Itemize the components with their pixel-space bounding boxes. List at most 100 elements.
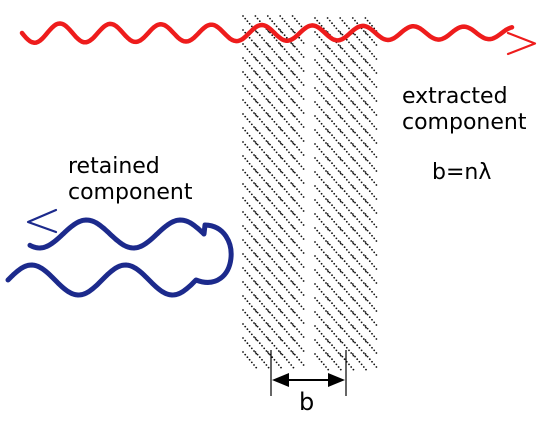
slab-dot (291, 183, 294, 185)
slab-dot (354, 19, 356, 22)
slab-dot (335, 321, 338, 324)
slab-dot (255, 86, 258, 89)
slab-dot (343, 92, 346, 95)
slab-dot (288, 305, 290, 308)
slab-dot (320, 80, 323, 83)
slab-dot (300, 305, 303, 308)
slab-dot (265, 336, 268, 338)
slab-dot (373, 223, 376, 226)
period-formula-label: b=nλ (432, 160, 492, 185)
slab-dot (275, 319, 278, 322)
slab-dot (322, 97, 325, 100)
slab-dot (256, 87, 259, 90)
slab-dot (266, 211, 269, 213)
slab-dot (254, 71, 257, 73)
slab-dot (265, 56, 268, 58)
slab-dot (288, 193, 290, 196)
slab-dot (352, 256, 355, 259)
slab-dot (327, 144, 330, 147)
slab-dot (356, 148, 359, 151)
slab-dot (293, 17, 296, 20)
slab-dot (302, 140, 305, 142)
slab-dot (261, 358, 263, 361)
slab-dot (246, 132, 249, 135)
slab-dot (358, 332, 361, 335)
slab-dot (366, 243, 369, 246)
slab-dot (273, 148, 276, 151)
slab-dot (271, 202, 274, 205)
slab-dot (339, 87, 342, 89)
slab-dot (288, 95, 290, 98)
slab-dot (266, 99, 269, 101)
slab-dot (360, 237, 363, 240)
slab-dot (263, 347, 266, 350)
slab-dot (356, 120, 359, 123)
slab-dot (335, 223, 338, 226)
slab-dot (339, 171, 342, 173)
slab-dot (258, 188, 261, 191)
slab-dot (348, 41, 350, 44)
slab-dot (335, 27, 338, 30)
slab-dot (302, 112, 305, 114)
slab-dot (364, 227, 367, 229)
slab-dot (292, 30, 295, 33)
slab-dot (360, 139, 363, 142)
slab-dot (320, 206, 323, 209)
slab-dot (362, 128, 365, 130)
slab-dot (333, 52, 336, 55)
slab-dot (366, 187, 369, 190)
slab-dot (242, 71, 244, 73)
slab-dot (285, 64, 288, 67)
slab-dot (341, 271, 344, 274)
slab-dot (248, 218, 251, 221)
slab-dot (265, 168, 268, 170)
slab-dot (280, 226, 282, 229)
slab-dot (351, 17, 354, 19)
slab-dot (314, 269, 316, 271)
slab-dot (283, 216, 286, 219)
slab-dot (362, 324, 365, 326)
slab-dot (362, 296, 365, 298)
slab-dot (253, 56, 255, 58)
slab-dot (256, 199, 259, 202)
slab-dot (371, 150, 373, 153)
slab-dot (292, 128, 295, 131)
slab-dot (339, 172, 342, 175)
slab-dot (256, 157, 259, 160)
slab-dot (371, 360, 373, 363)
slab-dot (333, 66, 336, 69)
slab-dot (350, 324, 353, 326)
slab-dot (273, 330, 276, 333)
slab-dot (280, 240, 282, 243)
slab-dot (267, 254, 270, 257)
slab-dot (285, 260, 288, 263)
slab-dot (291, 337, 294, 339)
slab-dot (345, 318, 348, 321)
slab-dot (368, 316, 371, 319)
slab-dot (368, 22, 371, 25)
slab-dot (375, 366, 378, 368)
slab-dot (275, 53, 278, 56)
slab-dot (290, 182, 293, 184)
slab-dot (250, 109, 253, 112)
slab-dot (348, 237, 350, 240)
slab-dot (248, 148, 251, 151)
slab-dot (263, 305, 266, 308)
slab-dot (258, 62, 261, 65)
slab-dot (292, 114, 295, 117)
slab-dot (337, 282, 340, 284)
slab-dot (277, 182, 280, 184)
slab-dot (331, 274, 333, 277)
slab-dot (267, 30, 270, 33)
slab-dot (246, 342, 249, 345)
dimension-marker (270, 350, 347, 396)
slab-dot (280, 72, 282, 75)
slab-dot (275, 109, 278, 112)
slab-dot (258, 76, 261, 79)
slab-dot (263, 361, 266, 364)
slab-dot (351, 129, 354, 131)
slab-dot (296, 202, 298, 205)
slab-dot (365, 144, 367, 147)
slab-dot (256, 283, 259, 286)
slab-dot (373, 265, 376, 268)
